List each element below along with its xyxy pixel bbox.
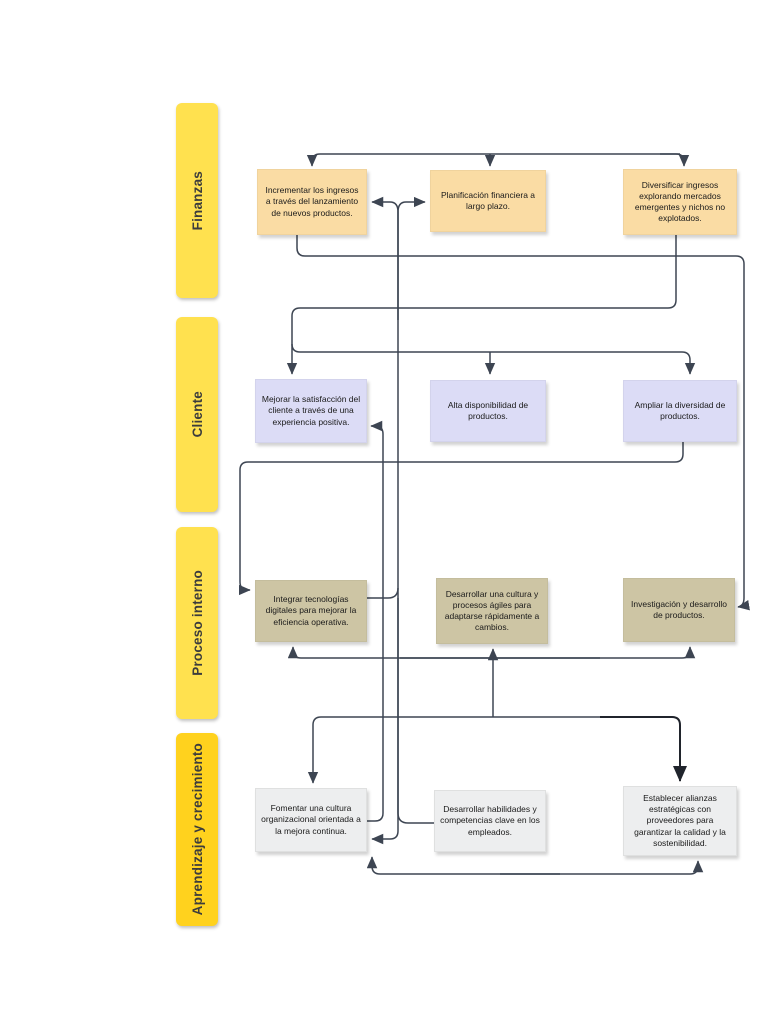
connector-bottom-right [500, 860, 704, 875]
connector-row4-tops-right [600, 716, 687, 782]
perspective-band-cliente: Cliente [176, 317, 218, 512]
note-text: Integrar tecnologías digitales para mejo… [265, 594, 357, 627]
note-desarrollar-habilidades: Desarrollar habilidades y competencias c… [434, 790, 546, 852]
note-text: Alta disponibilidad de productos. [447, 399, 529, 421]
note-text: Establecer alianzas estratégicas con pro… [634, 793, 726, 848]
perspective-label: Cliente [189, 391, 205, 438]
note-incrementar-ingresos: Incrementar los ingresos a través del la… [257, 169, 367, 235]
connector-branch-customer-row [291, 343, 682, 353]
connector-top-to-diversificar [660, 153, 690, 167]
note-alta-disponibilidad: Alta disponibilidad de productos. [430, 380, 546, 442]
perspective-band-finanzas: Finanzas [176, 103, 218, 298]
note-text: Mejorar la satisfacción del cliente a tr… [261, 394, 361, 427]
connector-row4-tops-left [307, 716, 660, 784]
note-cultura-agil: Desarrollar una cultura y procesos ágile… [436, 578, 548, 644]
note-text: Fomentar una cultura organizacional orie… [261, 803, 361, 836]
perspective-band-aprendizaje: Aprendizaje y crecimiento [176, 733, 218, 926]
note-mejorar-satisfaccion: Mejorar la satisfacción del cliente a tr… [255, 379, 367, 443]
note-text: Planificación financiera a largo plazo. [440, 189, 536, 211]
connector-fork-to-incrementar [371, 196, 399, 813]
note-establecer-alianzas: Establecer alianzas estratégicas con pro… [623, 786, 737, 856]
connector-ampliar-to-integrar [238, 442, 684, 596]
perspective-label: Aprendizaje y crecimiento [189, 743, 205, 916]
connector-branch-to-ampliar [681, 351, 696, 375]
connector-row3-bottoms-left [287, 646, 600, 659]
perspective-label: Proceso interno [189, 570, 205, 676]
note-text: Incrementar los ingresos a través del la… [265, 185, 359, 218]
connector-fomentar-to-mejorar [367, 420, 384, 822]
connector-fork-to-planificacion [397, 196, 426, 320]
note-text: Desarrollar habilidades y competencias c… [440, 804, 540, 837]
note-fomentar-cultura: Fomentar una cultura organizacional orie… [255, 788, 367, 852]
connector-top-to-incrementar [306, 153, 680, 167]
connector-integrar-join [367, 587, 399, 599]
connector-diversificar-to-mejorar [286, 235, 677, 375]
note-text: Desarrollar una cultura y procesos ágile… [444, 588, 540, 633]
note-ampliar-diversidad: Ampliar la diversidad de productos. [623, 380, 737, 442]
note-text: Ampliar la diversidad de productos. [634, 399, 726, 421]
perspective-label: Finanzas [189, 170, 205, 231]
note-investigacion-desarrollo: Investigación y desarrollo de productos. [623, 578, 735, 642]
connector-row3-bottoms-right [400, 646, 696, 659]
connector-habilidades-join [397, 812, 434, 824]
note-planificacion-financiera: Planificación financiera a largo plazo. [430, 170, 546, 232]
connector-column-to-fomentar [371, 598, 399, 845]
note-integrar-tecnologias: Integrar tecnologías digitales para mejo… [255, 580, 367, 642]
note-diversificar-ingresos: Diversificar ingresos explorando mercado… [623, 169, 737, 235]
perspective-band-proceso-interno: Proceso interno [176, 527, 218, 719]
connector-bottom-left [366, 856, 560, 875]
note-text: Diversificar ingresos explorando mercado… [634, 179, 726, 224]
note-text: Investigación y desarrollo de productos. [631, 598, 727, 620]
